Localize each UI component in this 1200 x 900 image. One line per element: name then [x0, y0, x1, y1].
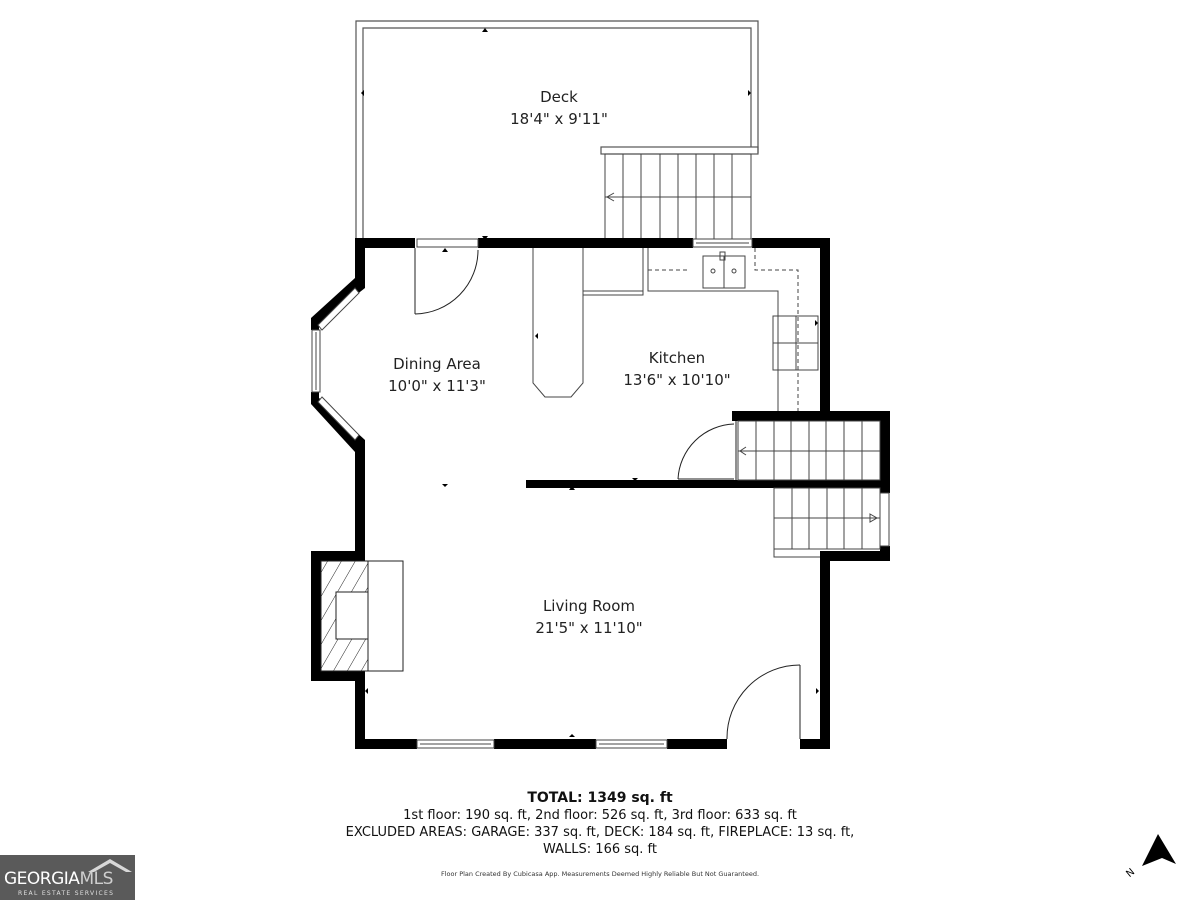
kitchen-fixtures — [532, 248, 819, 411]
room-label-dining-area: Dining Area 10'0" x 11'3" — [388, 353, 486, 397]
logo-brand-accent: MLS — [79, 869, 113, 889]
room-dimensions: 21'5" x 11'10" — [535, 619, 643, 637]
deck-stairs — [604, 153, 752, 241]
deck-outline — [355, 20, 759, 240]
room-name: Living Room — [542, 597, 636, 615]
fireplace — [320, 560, 404, 672]
room-name: Kitchen — [648, 349, 706, 367]
doors — [414, 248, 801, 740]
windows — [311, 238, 890, 749]
interior-stairs — [737, 420, 881, 558]
logo-subtitle: REAL ESTATE SERVICES — [18, 890, 115, 897]
area-summary: TOTAL: 1349 sq. ft 1st floor: 190 sq. ft… — [0, 789, 1200, 858]
logo-brand: GEORGIAMLS — [4, 869, 113, 889]
dimension-markers — [361, 28, 819, 737]
walls-area: WALLS: 166 sq. ft — [543, 842, 657, 857]
disclaimer: Floor Plan Created By Cubicasa App. Meas… — [440, 870, 760, 878]
roof-icon — [88, 859, 132, 872]
north-arrow-icon: N — [1124, 834, 1176, 880]
room-dimensions: 10'0" x 11'3" — [388, 377, 486, 395]
room-label-kitchen: Kitchen 13'6" x 10'10" — [623, 347, 730, 391]
floor-areas: 1st floor: 190 sq. ft, 2nd floor: 526 sq… — [403, 808, 797, 823]
room-name: Dining Area — [393, 355, 481, 373]
compass-label: N — [1124, 867, 1137, 880]
room-dimensions: 18'4" x 9'11" — [510, 110, 608, 128]
room-dimensions: 13'6" x 10'10" — [623, 371, 731, 389]
room-name: Deck — [540, 88, 578, 106]
walls — [311, 238, 890, 749]
room-label-living-room: Living Room 21'5" x 11'10" — [535, 595, 642, 639]
room-label-deck: Deck 18'4" x 9'11" — [510, 86, 608, 130]
logo-brand-main: GEORGIA — [4, 869, 80, 889]
total-area: TOTAL: 1349 sq. ft — [527, 790, 673, 806]
excluded-areas: EXCLUDED AREAS: GARAGE: 337 sq. ft, DECK… — [345, 825, 855, 840]
georgia-mls-logo: GEORGIAMLS REAL ESTATE SERVICES — [0, 855, 135, 900]
